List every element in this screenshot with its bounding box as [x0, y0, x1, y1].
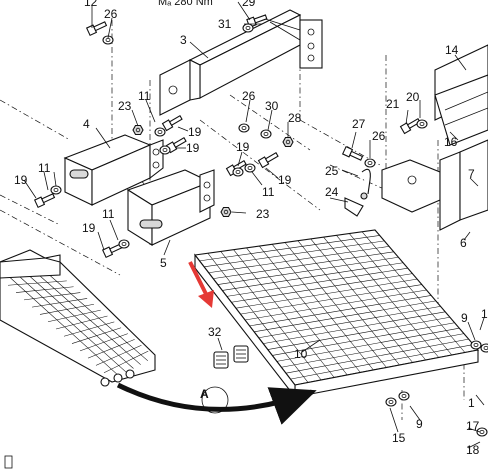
- callout-11a: 11: [138, 89, 151, 103]
- callout-25: 25: [325, 164, 339, 178]
- callout-11d: 11: [102, 207, 115, 221]
- callout-4: 4: [83, 117, 90, 131]
- spring-pin-set: [213, 345, 249, 369]
- torque-spec-text: Mₐ 280 Nm: [158, 0, 213, 8]
- callout-19b: 19: [186, 141, 200, 155]
- callout-1a: 1: [481, 307, 488, 321]
- support-bracket: [159, 9, 323, 116]
- callout-15: 15: [392, 431, 406, 445]
- callout-28: 28: [288, 111, 302, 125]
- callout-12: 12: [84, 0, 98, 9]
- leader-lines: [23, 1, 485, 449]
- red-direction-arrow: [188, 261, 214, 308]
- callout-23b: 23: [256, 207, 270, 221]
- callout-27: 27: [352, 117, 366, 131]
- callout-30: 30: [265, 99, 279, 113]
- step-mount-center: [126, 169, 215, 246]
- callout-26b: 26: [242, 89, 256, 103]
- grating-step-main: [193, 229, 480, 399]
- callout-19f: 19: [82, 221, 96, 235]
- assembly-curved-arrow: [116, 382, 317, 425]
- detail-a-marker: A: [200, 386, 229, 414]
- callout-29: 29: [242, 0, 256, 9]
- detail-a-label: A: [200, 387, 209, 401]
- callout-32: 32: [208, 325, 222, 339]
- callout-14: 14: [445, 43, 459, 57]
- callout-11c: 11: [38, 161, 51, 175]
- callout-9a: 9: [461, 311, 468, 325]
- right-frame: [381, 44, 488, 231]
- callout-11b: 11: [262, 185, 275, 199]
- callout-5: 5: [160, 256, 167, 270]
- callout-24: 24: [325, 185, 339, 199]
- callout-1b: 1: [468, 396, 475, 410]
- callout-3: 3: [180, 33, 187, 47]
- callout-19d: 19: [278, 173, 292, 187]
- callout-18: 18: [466, 443, 480, 457]
- fasteners: [33, 14, 488, 437]
- callout-21: 21: [386, 97, 400, 111]
- callout-10: 10: [294, 347, 308, 361]
- callout-31: 31: [218, 17, 232, 31]
- step-mount-left: [63, 134, 164, 206]
- callout-19c: 19: [236, 140, 250, 154]
- grating-step-left: [0, 249, 156, 387]
- callout-17: 17: [466, 419, 480, 433]
- callout-19a: 19: [188, 125, 202, 139]
- callout-9b: 9: [416, 417, 423, 431]
- callout-16: 16: [444, 135, 458, 149]
- callout-26c: 26: [372, 129, 386, 143]
- pin-and-clip: [344, 168, 371, 217]
- callout-6: 6: [460, 236, 467, 250]
- callout-20: 20: [406, 90, 420, 104]
- callout-26a: 26: [104, 7, 118, 21]
- callout-19e: 19: [14, 173, 28, 187]
- callout-23a: 23: [118, 99, 132, 113]
- callout-7: 7: [468, 167, 475, 181]
- corner-marker: [4, 455, 13, 469]
